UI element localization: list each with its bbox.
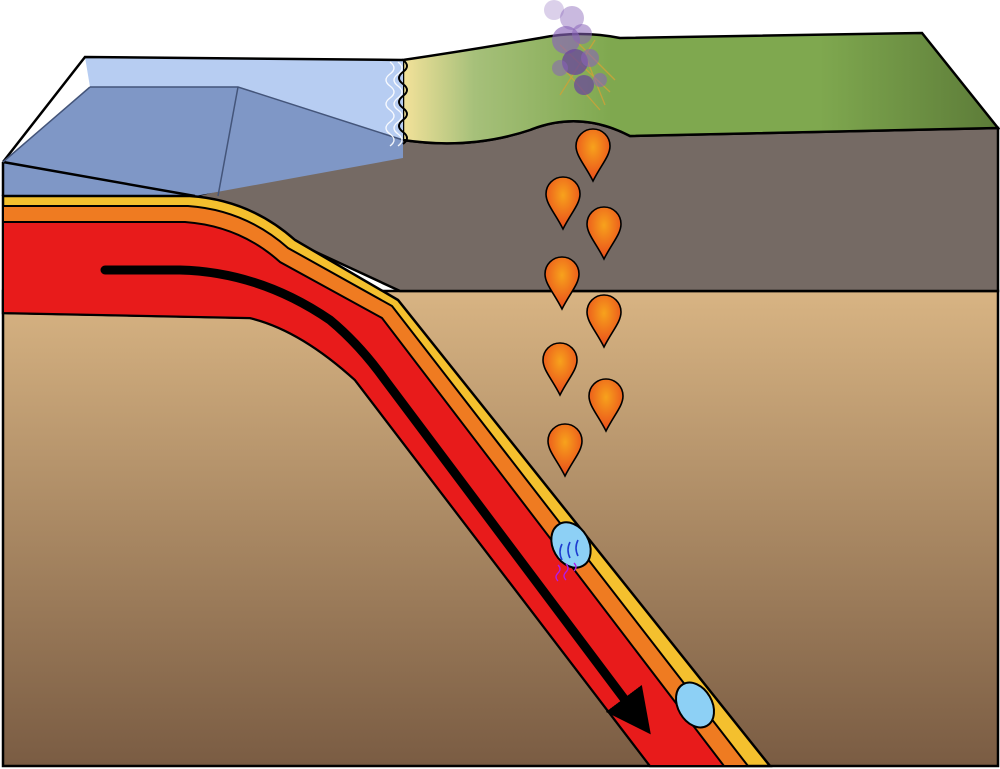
magma-droplet-icon xyxy=(547,423,583,478)
dehydration-squiggles-icon xyxy=(555,562,577,582)
fluid-bubble-deep xyxy=(675,681,715,729)
slab-core xyxy=(2,221,727,767)
shoreline-edge xyxy=(398,59,408,145)
fluid-arrows-icon xyxy=(559,539,579,561)
magma-droplet-icon xyxy=(575,128,611,183)
magma-droplet-icon xyxy=(542,342,578,397)
ocean-block-outline xyxy=(1,55,404,198)
water-release-bubble xyxy=(550,521,592,582)
magma-droplet-icon xyxy=(586,206,622,261)
ocean-inner-lines xyxy=(2,86,404,197)
magma-droplet-icon xyxy=(544,256,580,311)
magma-droplet-icon xyxy=(545,176,581,231)
magma-droplet-icon xyxy=(588,378,624,433)
magma-droplet-icon xyxy=(586,294,622,349)
land-surface xyxy=(401,31,1000,145)
magma-droplets xyxy=(542,128,624,478)
descending-plate-arrow xyxy=(100,265,651,735)
ocean-surface xyxy=(85,57,403,140)
shoreline-waves xyxy=(385,61,403,147)
volcanic-ash-plume xyxy=(544,0,616,111)
ocean-water xyxy=(3,87,403,196)
